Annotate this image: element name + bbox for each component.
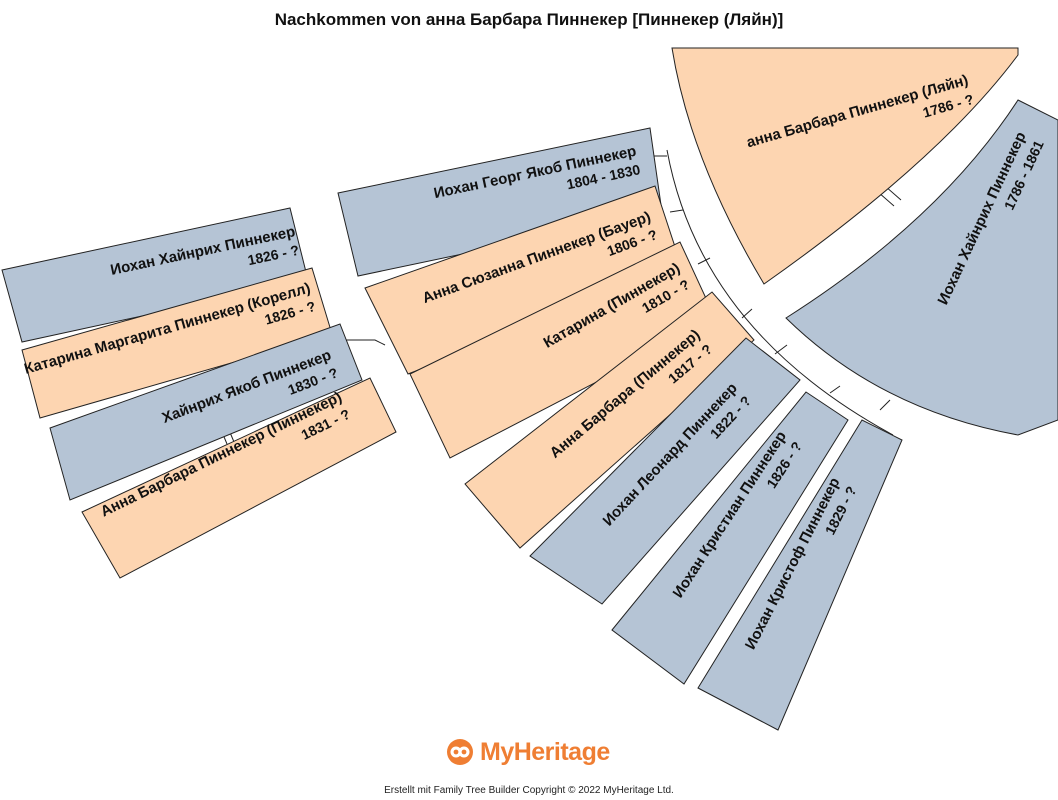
person-spouse-box[interactable] [785,99,1058,436]
person-g3-box[interactable] [49,323,363,501]
connector-c4 [741,308,753,319]
connector-grandchildren [340,339,386,346]
myheritage-logo-text: MyHeritage [480,737,610,766]
person-root-box[interactable] [671,47,1019,285]
person-c7-box[interactable] [697,419,903,731]
chart-title: Nachkommen von анна Барбара Пиннекер [Пи… [274,10,784,29]
connector-c6 [829,385,841,394]
myheritage-logo-icon [447,739,473,765]
footer-copyright: Erstellt mit Family Tree Builder Copyrig… [384,785,674,796]
connector-c3 [697,257,711,265]
connector-children-arc [666,149,894,436]
connector-c7 [879,399,891,411]
person-g4-box[interactable] [81,377,397,579]
connector-c5 [774,344,788,355]
person-c6-box[interactable] [611,391,849,685]
connector-c2 [669,209,684,213]
myheritage-logo: MyHeritage [445,737,610,767]
person-c5-box[interactable] [529,337,801,605]
person-c4-box[interactable] [464,291,755,549]
